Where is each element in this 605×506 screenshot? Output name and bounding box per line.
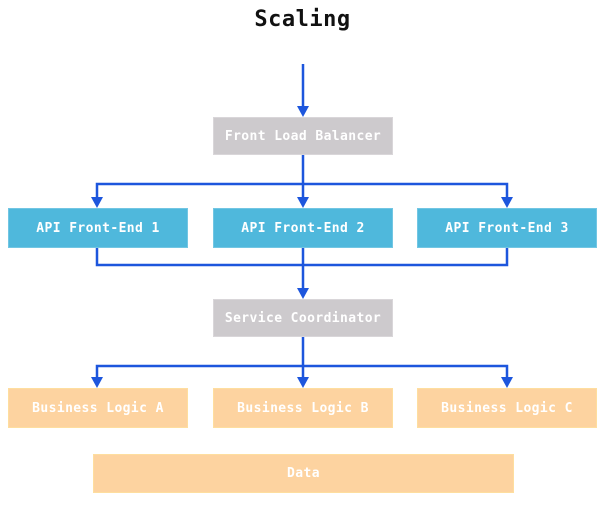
node-data-label: Data — [287, 466, 320, 481]
node-api-front-end-2-label: API Front-End 2 — [241, 220, 365, 236]
node-business-logic-a: Business Logic A — [8, 388, 188, 428]
arrowhead-business-logic-b — [297, 377, 309, 388]
node-api-front-end-3-label: API Front-End 3 — [445, 220, 569, 236]
arrowhead-api-front-end-2 — [297, 197, 309, 208]
node-api-front-end-2: API Front-End 2 — [213, 208, 393, 248]
arrowhead-business-logic-a — [91, 377, 103, 388]
arrowhead-front-load-balancer — [297, 106, 309, 117]
arrowhead-business-logic-c — [501, 377, 513, 388]
node-data: Data — [93, 454, 514, 493]
node-business-logic-c-label: Business Logic C — [441, 400, 573, 416]
node-front-load-balancer: Front Load Balancer — [213, 117, 393, 155]
node-api-front-end-1-label: API Front-End 1 — [36, 220, 160, 236]
arrowhead-api-front-end-3 — [501, 197, 513, 208]
node-business-logic-b: Business Logic B — [213, 388, 393, 428]
node-business-logic-b-label: Business Logic B — [237, 400, 369, 416]
node-api-front-end-3: API Front-End 3 — [417, 208, 597, 248]
node-business-logic-a-label: Business Logic A — [32, 400, 164, 416]
arrowhead-api-front-end-1 — [91, 197, 103, 208]
node-service-coordinator: Service Coordinator — [213, 299, 393, 337]
node-business-logic-c: Business Logic C — [417, 388, 597, 428]
arrowhead-service-coordinator — [297, 288, 309, 299]
node-api-front-end-1: API Front-End 1 — [8, 208, 188, 248]
diagram-title: Scaling — [254, 7, 351, 32]
node-front-load-balancer-label: Front Load Balancer — [224, 128, 382, 144]
node-service-coordinator-label: Service Coordinator — [224, 310, 382, 326]
